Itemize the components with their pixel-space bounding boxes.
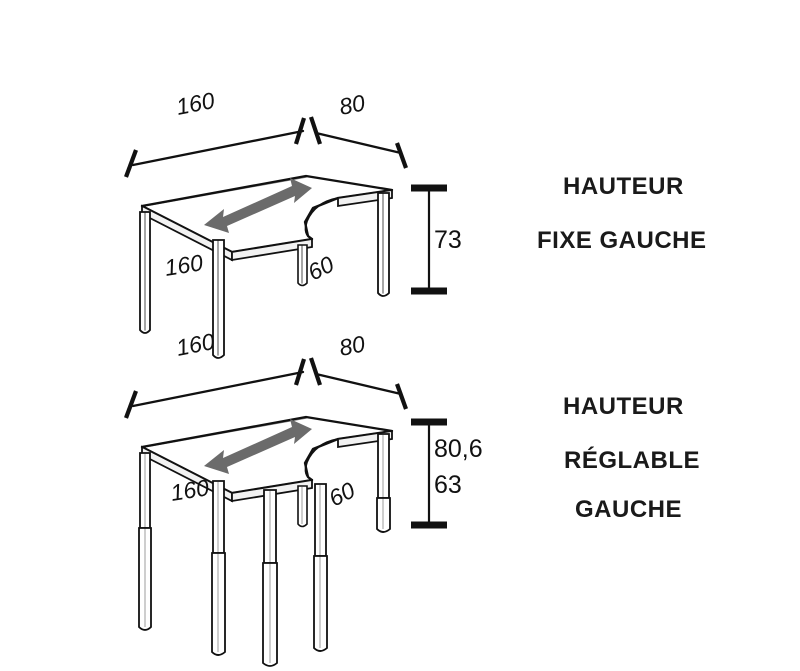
figure-desk-adjustable-height: 160 80: [124, 328, 700, 667]
caption-line-3-adjustable: GAUCHE: [575, 496, 682, 523]
caption-line-2-adjustable: RÉGLABLE: [564, 446, 700, 474]
telescopic-leg-center-right: [313, 483, 328, 652]
caption-line-1-fixed: HAUTEUR: [563, 173, 684, 200]
dim-height-max-adjustable: 80,6: [434, 435, 483, 463]
dim-depth-left-fixed: 160: [163, 249, 205, 281]
figure-desk-fixed-height: 160 80: [124, 87, 707, 359]
resize-arrow-fixed: [204, 178, 312, 233]
dim-depth-left-adjustable: 160: [169, 474, 211, 506]
legs-fixed: [139, 192, 390, 359]
telescopic-leg-center-front: [262, 489, 278, 667]
top-dimension-lines-fixed: [124, 116, 408, 178]
dim-height-fixed: 73: [434, 226, 462, 254]
telescopic-leg-back-left: [138, 452, 152, 631]
height-dimension-adjustable: [411, 418, 447, 529]
desktop-surface-adjustable: [140, 415, 394, 503]
dim-top-right-adjustable: 80: [337, 330, 367, 360]
dim-height-min-adjustable: 63: [434, 471, 462, 499]
caption-line-2-fixed: FIXE GAUCHE: [537, 227, 707, 254]
telescopic-leg-right: [376, 433, 391, 533]
dim-top-left-fixed: 160: [174, 87, 217, 120]
resize-arrow-adjustable: [204, 419, 312, 474]
legs-adjustable: [138, 433, 391, 667]
dim-top-right-fixed: 80: [337, 89, 367, 119]
caption-line-1-adjustable: HAUTEUR: [563, 393, 684, 420]
telescopic-leg-front-left: [211, 480, 226, 656]
height-dimension-fixed: [411, 184, 447, 295]
desktop-surface-fixed: [140, 174, 394, 262]
telescopic-leg-notch: [297, 485, 308, 528]
dim-depth-right-fixed: 60: [303, 251, 338, 286]
dim-depth-right-adjustable: 60: [324, 477, 359, 512]
top-dimension-lines-adjustable: [124, 357, 408, 419]
dim-top-left-adjustable: 160: [174, 328, 217, 361]
